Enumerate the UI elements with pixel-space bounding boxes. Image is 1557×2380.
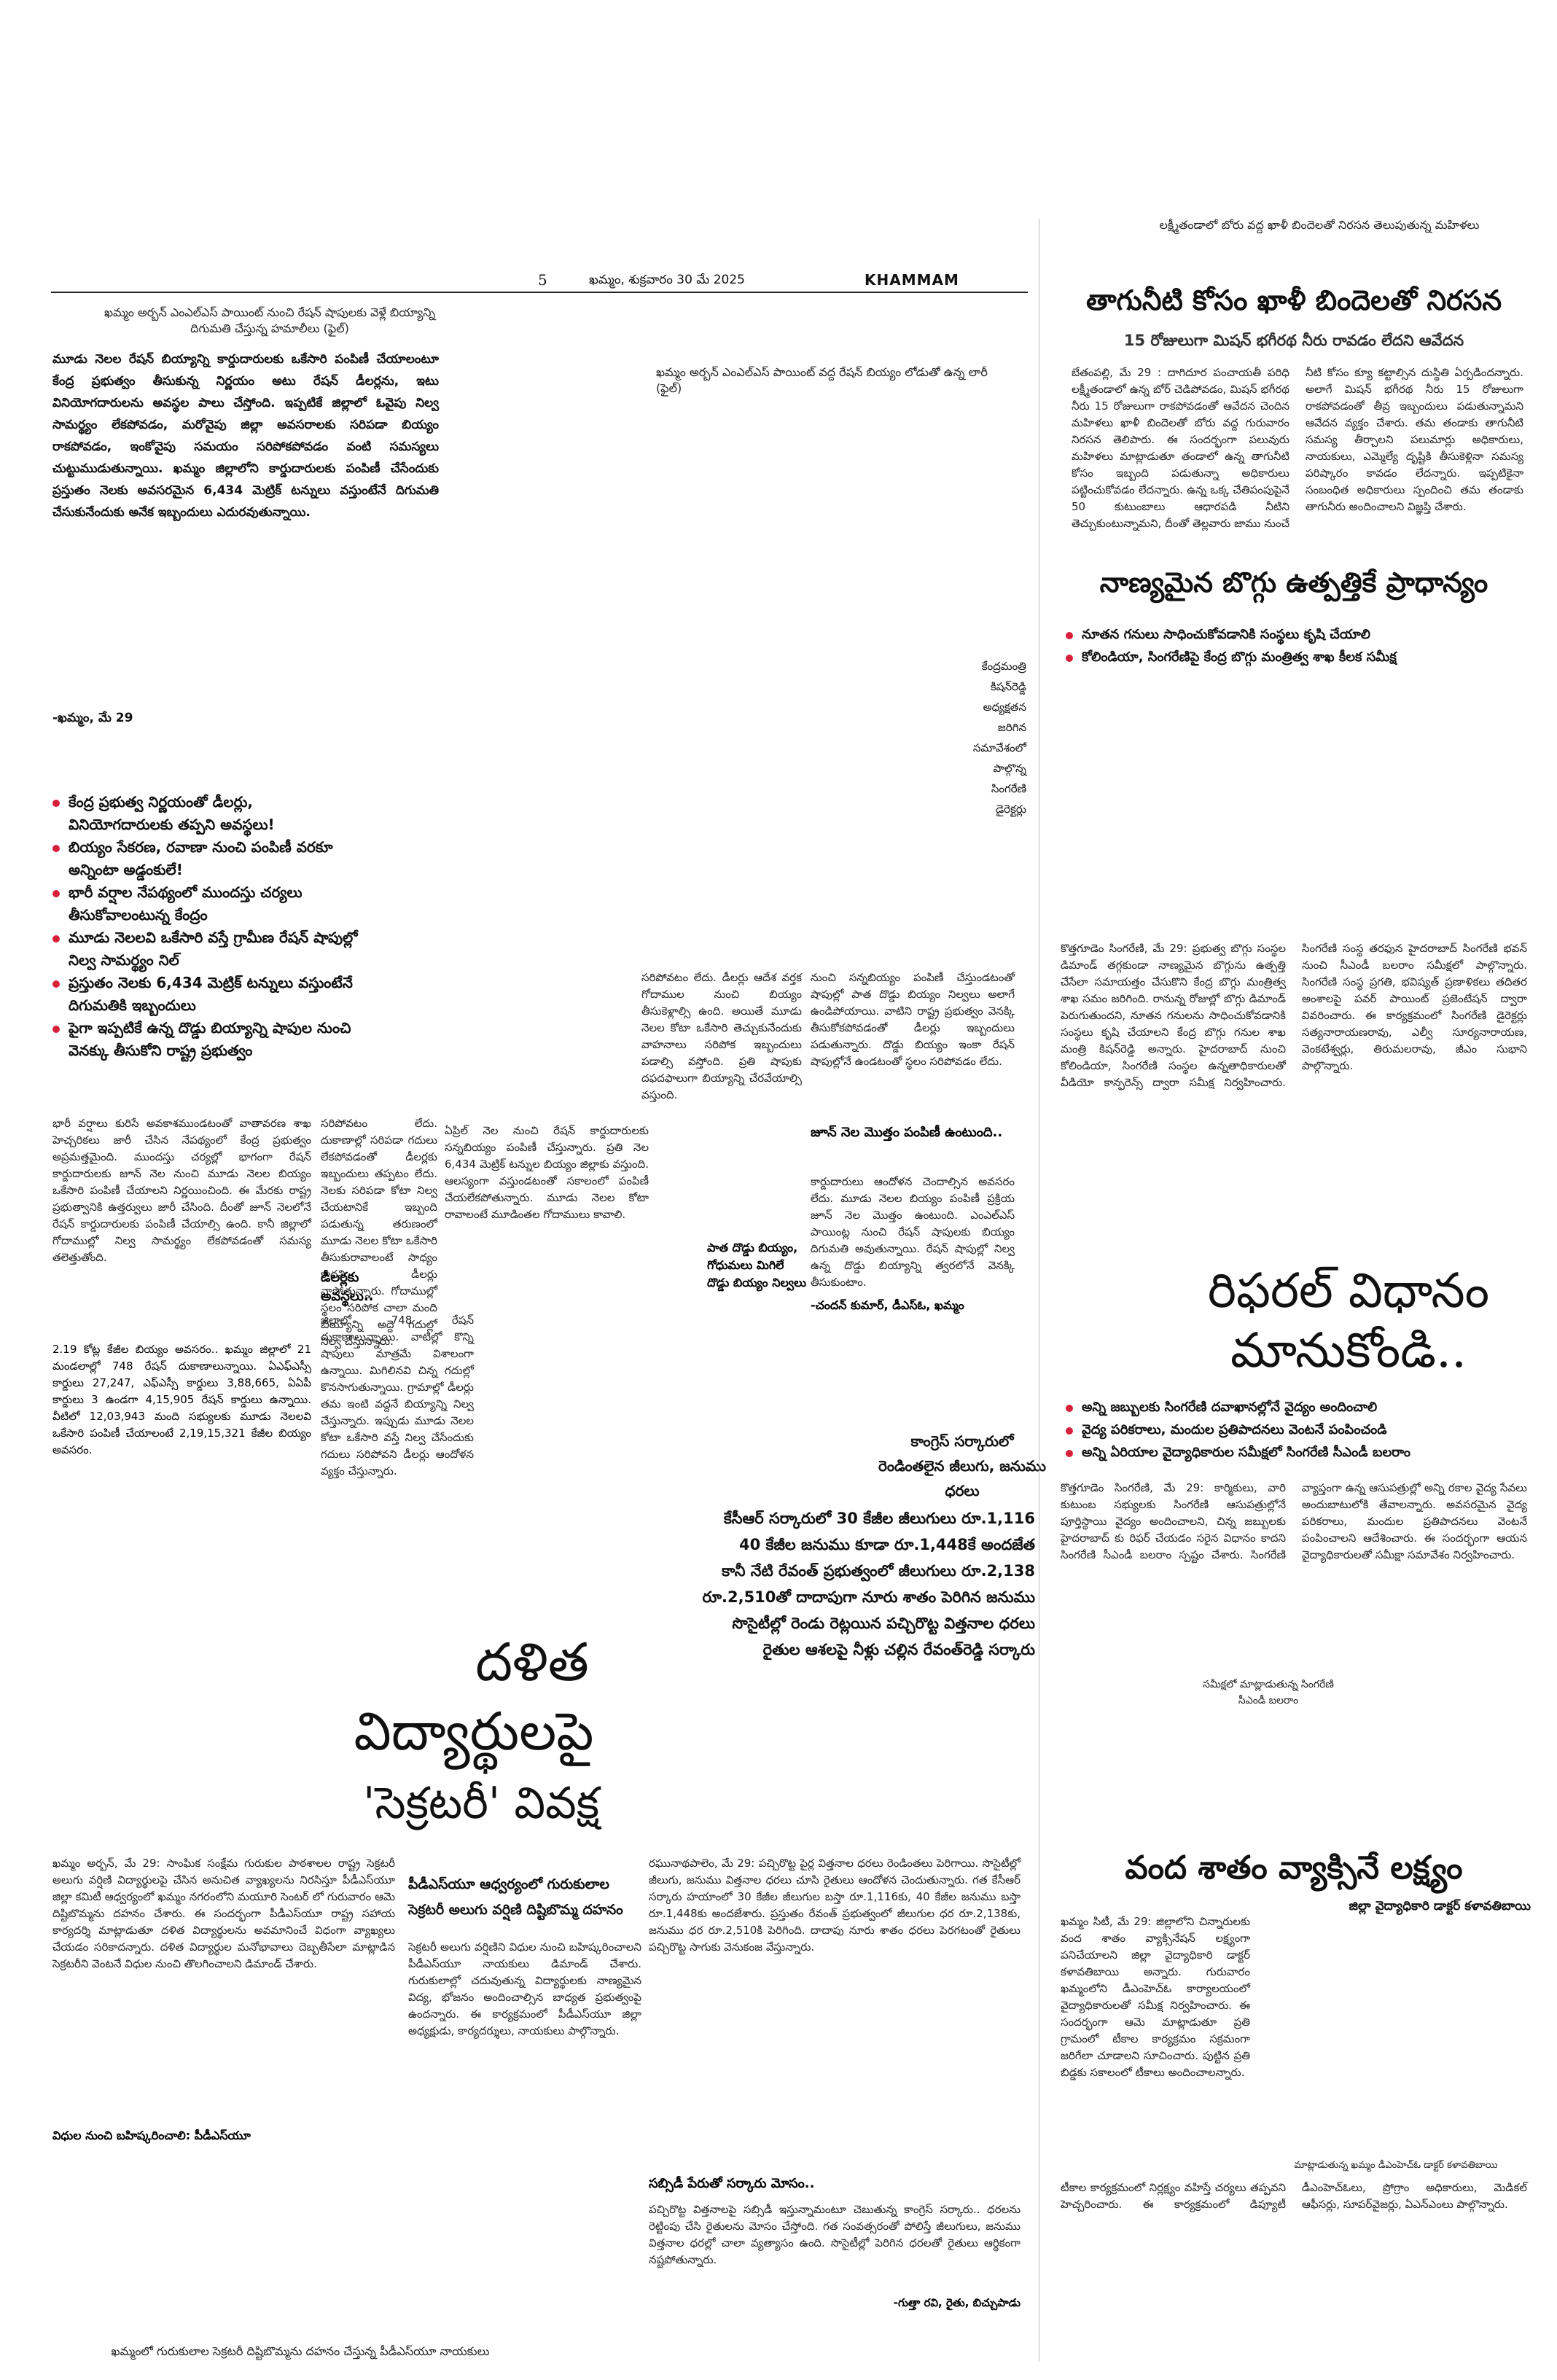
ration-bullet: మూడు నెలలవి ఒకేసారి వస్తే గ్రామీణ రేషన్ …: [52, 926, 359, 972]
ration-sub-dealers: డీలర్లకు అవస్థలు..: [321, 1270, 374, 1304]
date-line: ఖమ్మం, శుక్రవారం 30 మే 2025: [589, 273, 745, 287]
referral-bullet: అన్ని ఏరియాల వైద్యాధికారుల సమీక్షలో సింగ…: [1066, 1441, 1532, 1464]
coal-body: కొత్తగూడెం సింగరేణి, మే 29: ప్రభుత్వ బొగ…: [1061, 942, 1527, 1089]
ration-bullets: కేంద్ర ప్రభుత్వ నిర్ణయంతో డీలర్లు, వినియ…: [52, 791, 359, 1062]
ration-body-4: ఏప్రిల్ నెల నుంచి రేషన్ కార్డుదారులకు సన…: [445, 1124, 649, 1221]
hamali-photo-caption: ఖమ్మం అర్బన్ ఎంఎల్ఎస్ పాయింట్ నుంచి రేషన…: [104, 305, 435, 335]
referral-bullets: అన్ని జబ్బులకు సింగరేణి దవాఖానల్లోనే వైద…: [1066, 1396, 1532, 1464]
congress-body-2: పచ్చిరొట్ట విత్తనాలపై సబ్సిడీ ఇస్తున్నామ…: [649, 2203, 1021, 2266]
referral-photo-caption: సమీక్షలో మాట్లాడుతున్న సింగరేణి సీఎండీ బ…: [1203, 1679, 1334, 1706]
dalit-headline-1: దళిత: [475, 1631, 589, 1693]
dalit-headline-3: 'సెక్రటరీ' వివక్ష: [362, 1778, 600, 1829]
congress-line: కానీ నేటి రేవంత్ ప్రభుత్వంలో జీలుగులు రూ…: [722, 1562, 1035, 1580]
ration-dateline: -ఖమ్మం, మే 29: [52, 711, 133, 725]
coal-headline: నాణ్యమైన బొగ్గు ఉత్పత్తికే ప్రాధాన్యం: [1099, 566, 1488, 598]
ration-body-5: జిల్లాలో 748 రేషన్ దుకాణాలున్నాయి. వాటిల…: [321, 1314, 474, 1478]
lorry-photo-caption: ఖమ్మం అర్బన్ ఎంఎల్ఎస్ పాయింట్ వద్ద రేషన్…: [656, 365, 988, 395]
vaccine-headline: వంద శాతం వ్యాక్సినే లక్ష్యం: [1125, 1849, 1463, 1887]
ration-body-8: కార్డుదారులు ఆందోళన చెందాల్సిన అవసరం లేద…: [811, 1175, 1015, 1289]
congress-signature: -గుత్తా రవి, రైతు, బిచ్చుపాడు: [893, 2296, 1021, 2309]
page-number: 5: [538, 271, 547, 289]
protest-photo-caption: లక్ష్మీతండాలో బోరు వద్ద ఖాళీ బిందెలతో ని…: [1159, 218, 1480, 232]
dalit-photo-caption: ఖమ్మంలో గురుకులాల సెక్రటరీ దిష్టిబొమ్మను…: [111, 2344, 490, 2358]
protest-body: బేతంపల్లి, మే 29 : దాగిదూర పంచాయతీ పరిధి…: [1072, 366, 1523, 530]
coal-bullets: నూతన గనులు సాధించుకోవడానికి సంస్థలు కృషి…: [1066, 623, 1532, 668]
coal-bullet: నూతన గనులు సాధించుకోవడానికి సంస్థలు కృషి…: [1066, 623, 1532, 646]
congress-body: రఘునాథపాలెం, మే 29: పచ్చిరొట్ట పైర్ల విత…: [649, 1857, 1021, 1954]
dalit-kicker-2: సెక్రటరీ అలుగు వర్షిణి దిష్టిబొమ్మ దహనం: [408, 1902, 623, 1918]
referral-body: కొత్తగూడెం సింగరేణి, మే 29: కార్మికులు, …: [1061, 1481, 1527, 1561]
congress-line: రూ.2,510తో దాదాపుగా నూరు శాతం పెరిగిన జన…: [702, 1588, 1035, 1606]
congress-line: సొసైటీల్లో రెండు రెట్లయిన పచ్చిరొట్ట విత…: [732, 1615, 1035, 1632]
congress-lines: కేసీఆర్ సర్కారులో 30 కేజీల జీలుగులు రూ.1…: [641, 1505, 1035, 1663]
congress-line: రైతుల ఆశలపై నీళ్లు చల్లిన రేవంత్‌రెడ్డి …: [762, 1641, 1035, 1658]
ration-intro: మూడు నెలల రేషన్ బియ్యాన్ని కార్డుదారులకు…: [52, 352, 439, 520]
referral-bullet: వైద్య పరికరాలు, మందుల ప్రతిపాదనలు వెంటనే…: [1066, 1419, 1532, 1441]
coal-bullet: కోలిండియా, సింగరేణిపై కేంద్ర బొగ్గు మంత్…: [1066, 646, 1532, 668]
header-rule: [51, 292, 1028, 293]
dalit-body: ఖమ్మం అర్బన్, మే 29: సాంఘిక సంక్షేమ గురు…: [52, 1857, 395, 1970]
ration-bullet: ప్రస్తుతం నెలకు 6,434 మెట్రిక్ టన్నులు వ…: [52, 972, 359, 1017]
ration-sub-stock: పాత దొడ్డు బియ్యం, గోధుమలు మిగిలే దొడ్డు…: [707, 1241, 807, 1290]
dalit-sub: విధుల నుంచి బహిష్కరించాలి: పీడీఎస్‌యూ: [52, 2129, 251, 2142]
referral-headline: రిఫరల్ విధానం మానుకోండి..: [1207, 1263, 1490, 1378]
dalit-body-2: సెక్రటరీ అలుగు వర్షిణిని విధుల నుంచి బహి…: [408, 1940, 641, 2037]
ration-body-2: 2.19 కోట్ల కేజీల బియ్యం అవసరం.. ఖమ్మం జి…: [52, 1343, 311, 1456]
ration-sub-june: జూన్ నెల మొత్తం పంపిణీ ఉంటుంది..: [811, 1125, 1003, 1140]
congress-kicker: కాంగ్రెస్ సర్కారులో రెండింతలైన జీలుగు, జ…: [878, 1432, 1046, 1499]
ration-body-7: నుంచి సన్నబియ్యం పంపిణీ చేస్తుండటంతో షాప…: [811, 971, 1015, 1068]
ration-signature: -చందన్ కుమార్, డీఎస్ఓ, ఖమ్మం: [811, 1298, 964, 1312]
ration-bullet: కేంద్ర ప్రభుత్వ నిర్ణయంతో డీలర్లు, వినియ…: [52, 791, 359, 836]
ration-body-3: సరిపోవటం లేదు. దుకాణాల్లో సరిపడా గదులు ల…: [321, 1117, 437, 1348]
ration-body-1: భారీ వర్షాలు కురిసే అవకాశముండటంతో వాతావర…: [52, 1117, 311, 1264]
vaccine-body: ఖమ్మం సిటీ, మే 29: జిల్లాలోని చిన్నారులక…: [1061, 1915, 1250, 2079]
edition-name: KHAMMAM: [865, 271, 959, 289]
vaccine-body-2: టీకాల కార్యక్రమంలో నిర్లక్ష్యం వహిస్తే చ…: [1061, 2181, 1527, 2211]
protest-headline: తాగునీటి కోసం ఖాళీ బిందెలతో నిరసన: [1085, 284, 1502, 316]
dalit-kicker-1: పీడీఎస్‌యూ ఆధ్వర్యంలో గురుకులాల: [408, 1876, 610, 1892]
congress-line: కేసీఆర్ సర్కారులో 30 కేజీల జీలుగులు రూ.1…: [723, 1510, 1035, 1527]
ration-body-6: సరిపోవటం లేదు. డీలర్లు ఆదేశ వర్తక గోదాము…: [641, 971, 802, 1101]
congress-sub: సబ్సిడీ పేరుతో సర్కారు మోసం..: [649, 2176, 815, 2191]
coal-photo-caption: కేంద్రమంత్రి కిషన్‌రెడ్డి అధ్యక్షతన జరిగ…: [972, 660, 1026, 816]
dalit-headline-2: విద్యార్థులపై: [354, 1701, 594, 1762]
vaccine-photo-caption: మాట్లాడుతున్న ఖమ్మం డీఎంహెచ్ఓ డాక్టర్ కళ…: [1294, 2160, 1498, 2171]
ration-bullet: బియ్యం సేకరణ, రవాణా నుంచి పంపిణీ వరకూ అన…: [52, 836, 359, 881]
congress-line: 40 కేజీల జనుము కూడా రూ.1,448కే అందజేత: [738, 1536, 1035, 1553]
ration-bullet: భారీ వర్షాల నేపథ్యంలో ముందస్తు చర్యలు తీ…: [52, 881, 359, 926]
protest-subhead: 15 రోజులుగా మిషన్ భగీరథ నీరు రావడం లేదని…: [1123, 332, 1464, 349]
ration-bullet: పైగా ఇప్పటికే ఉన్న దొడ్డు బియ్యాన్ని షాప…: [52, 1017, 359, 1062]
vaccine-kicker: జిల్లా వైద్యాధికారి డాక్టర్ కళావతిబాయి: [1349, 1899, 1531, 1913]
referral-bullet: అన్ని జబ్బులకు సింగరేణి దవాఖానల్లోనే వైద…: [1066, 1396, 1532, 1419]
